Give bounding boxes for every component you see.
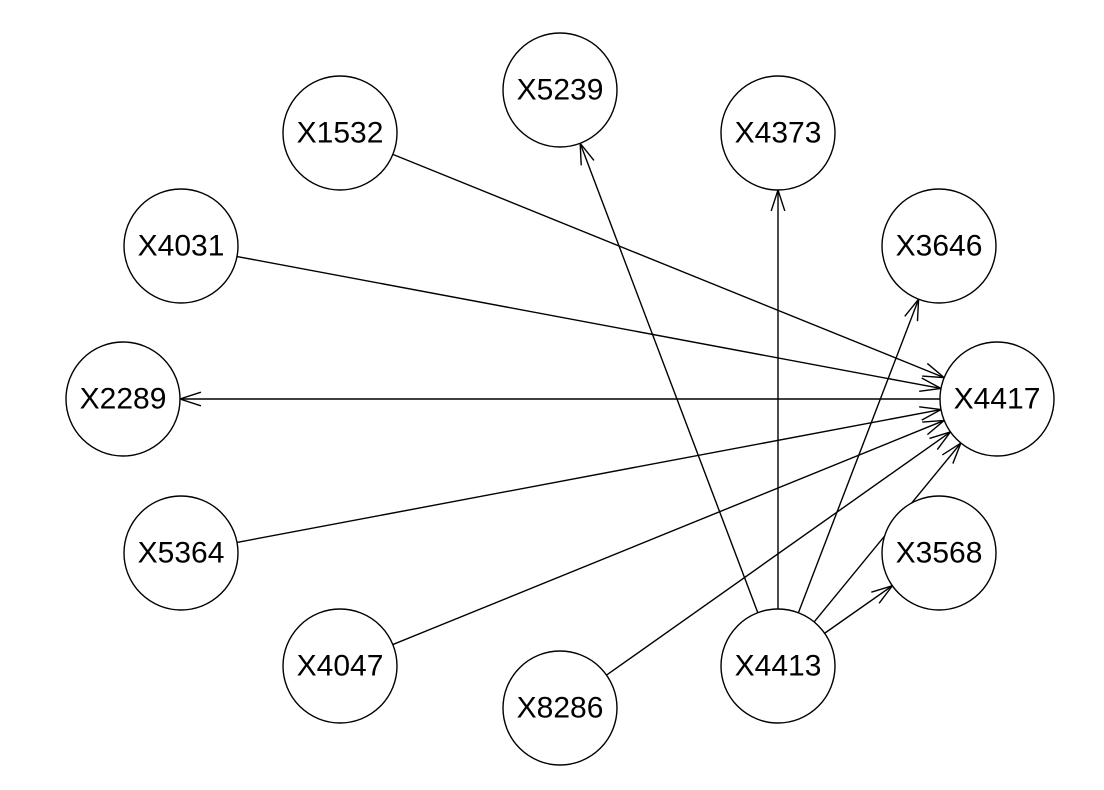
- node-label: X5239: [517, 74, 604, 107]
- node-X3568: X3568: [881, 495, 997, 611]
- node-X4373: X4373: [720, 75, 836, 191]
- node-label: X2289: [80, 383, 167, 416]
- node-circle: [65, 341, 181, 457]
- node-X5239: X5239: [502, 32, 618, 148]
- node-circle: [881, 188, 997, 304]
- edge-X4031-X4417: [236, 255, 944, 393]
- node-circle: [282, 75, 398, 191]
- node-label: X4031: [138, 230, 225, 263]
- node-circle: [720, 608, 836, 724]
- node-circle: [123, 188, 239, 304]
- node-label: X5364: [138, 537, 225, 570]
- node-label: X1532: [297, 117, 384, 150]
- edge-X4413-X5239: [579, 141, 759, 613]
- node-X4047: X4047: [282, 608, 398, 724]
- node-X5364: X5364: [123, 495, 239, 611]
- edge-X4417-X2289: [177, 391, 940, 407]
- node-circle: [720, 75, 836, 191]
- edge-line: [236, 408, 942, 544]
- edge-X5364-X4417: [236, 406, 944, 544]
- node-X3646: X3646: [881, 188, 997, 304]
- node-X4413: X4413: [720, 608, 836, 724]
- node-label: X4047: [297, 650, 384, 683]
- node-X4417: X4417: [939, 341, 1055, 457]
- edge-X1532-X4417: [392, 153, 947, 379]
- node-X1532: X1532: [282, 75, 398, 191]
- node-circle: [939, 341, 1055, 457]
- edges-layer: [177, 141, 963, 676]
- edge-line: [579, 143, 759, 613]
- node-circle: [502, 650, 618, 766]
- edge-line: [392, 419, 945, 646]
- node-X4031: X4031: [123, 188, 239, 304]
- edge-X4047-X4417: [392, 419, 947, 646]
- node-circle: [123, 495, 239, 611]
- node-label: X4413: [735, 650, 822, 683]
- node-label: X3646: [896, 230, 983, 263]
- node-label: X3568: [896, 537, 983, 570]
- edge-line: [797, 298, 920, 614]
- node-X8286: X8286: [502, 650, 618, 766]
- edge-line: [824, 585, 893, 634]
- node-label: X4373: [735, 117, 822, 150]
- edge-line: [392, 153, 945, 379]
- edge-line: [236, 255, 942, 390]
- node-label: X4417: [954, 383, 1041, 416]
- node-X2289: X2289: [65, 341, 181, 457]
- node-label: X8286: [517, 692, 604, 725]
- edge-X4413-X3568: [824, 584, 895, 634]
- node-circle: [502, 32, 618, 148]
- node-circle: [881, 495, 997, 611]
- node-circle: [282, 608, 398, 724]
